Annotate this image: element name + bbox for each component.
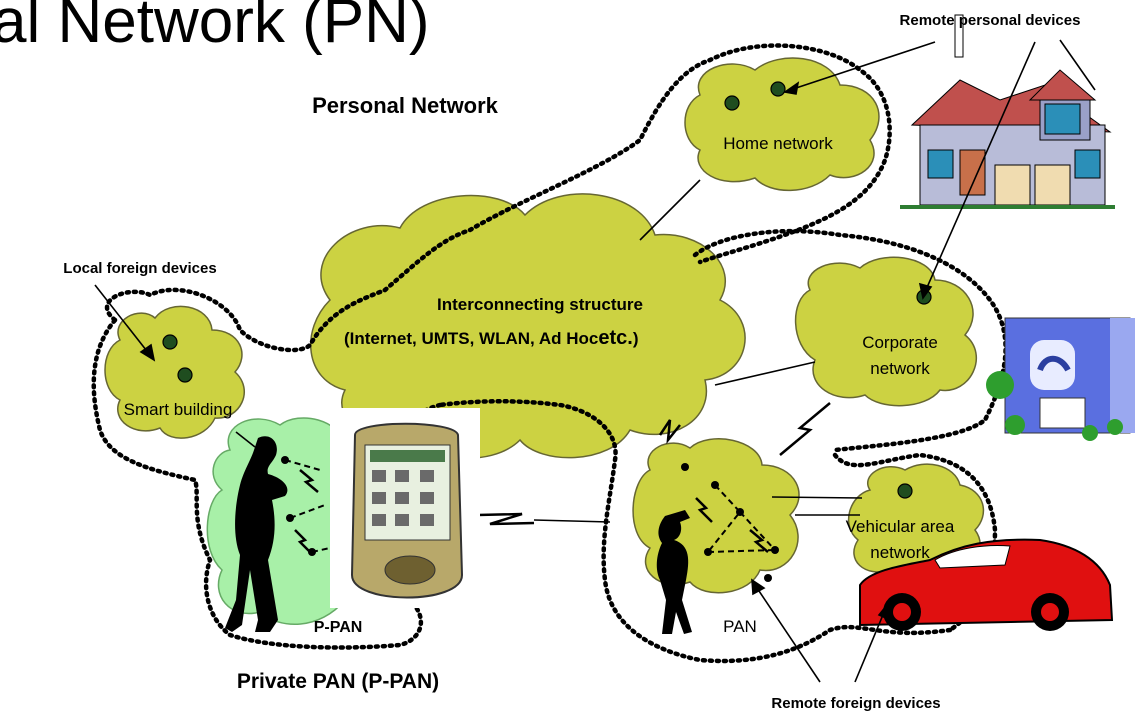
p-pan-label: P-PAN <box>314 619 363 636</box>
woman-silhouette-icon <box>225 436 288 632</box>
pan-label: PAN <box>723 617 757 636</box>
ppan-mesh <box>281 456 331 556</box>
man-silhouette-icon <box>656 510 692 634</box>
device-dot <box>177 367 193 383</box>
link-home <box>639 179 701 241</box>
wireless-line <box>533 519 611 523</box>
wireless-link-2 <box>779 402 831 456</box>
interconnecting-label-1: Interconnecting structure <box>437 295 643 314</box>
pan-boundary <box>437 399 953 664</box>
interconnecting-label-2: (Internet, UMTS, WLAN, Ad Hocetc.) <box>344 327 639 349</box>
corporate-network-cloud <box>794 256 977 407</box>
sports-car-icon <box>859 538 1114 631</box>
device-dot <box>162 334 178 350</box>
slide-title: al Network (PN) <box>0 0 430 56</box>
smart-building-label: Smart building <box>124 400 233 419</box>
home-network-cloud <box>684 57 880 192</box>
personal-network-label: Personal Network <box>312 93 499 118</box>
corporate-boundary <box>692 228 1008 453</box>
link-smart <box>235 431 256 448</box>
corporate-label-1: Corporate <box>862 333 938 352</box>
home-network-label: Home network <box>723 134 833 153</box>
link-corporate <box>714 361 816 386</box>
link-vehicular <box>771 496 863 499</box>
wireless-link-3 <box>658 419 681 445</box>
smart-building-cloud <box>104 305 245 439</box>
office-building-icon <box>986 317 1135 441</box>
vehicular-label-2: network <box>870 543 930 562</box>
device-dot <box>897 483 913 499</box>
corporate-label-2: network <box>870 359 930 378</box>
wireless-link-1 <box>477 512 535 526</box>
house-icon <box>900 14 1115 209</box>
personal-network-boundary-upper <box>104 43 892 353</box>
vehicular-label-1: Vehicular area <box>846 517 955 536</box>
annotation-arrows <box>94 39 1096 683</box>
device-dot <box>770 81 786 97</box>
local-foreign-devices-label: Local foreign devices <box>63 260 216 277</box>
pda-device-icon <box>330 408 480 608</box>
pan-mesh <box>681 463 779 582</box>
remote-foreign-devices-label: Remote foreign devices <box>771 695 940 712</box>
device-dot <box>724 95 740 111</box>
private-pan-label: Private PAN (P-PAN) <box>237 670 439 693</box>
remote-personal-devices-label: Remote personal devices <box>900 12 1081 29</box>
